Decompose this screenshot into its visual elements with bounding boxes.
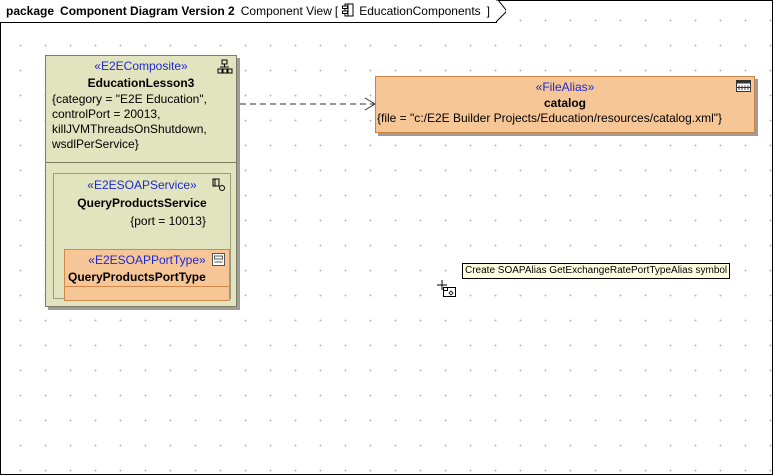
frame-package-name: EducationComponents	[359, 4, 480, 18]
frame-tab-corner	[496, 0, 506, 22]
frame-view-label: Component View	[241, 4, 332, 18]
frame-bracket-close: ]	[487, 4, 490, 18]
frame-kind: package	[6, 4, 54, 18]
package-icon	[342, 3, 356, 20]
frame-title: Component Diagram Version 2	[60, 4, 235, 18]
frame-bracket-open: [	[335, 4, 338, 18]
frame-header: package Component Diagram Version 2 Comp…	[0, 0, 497, 23]
